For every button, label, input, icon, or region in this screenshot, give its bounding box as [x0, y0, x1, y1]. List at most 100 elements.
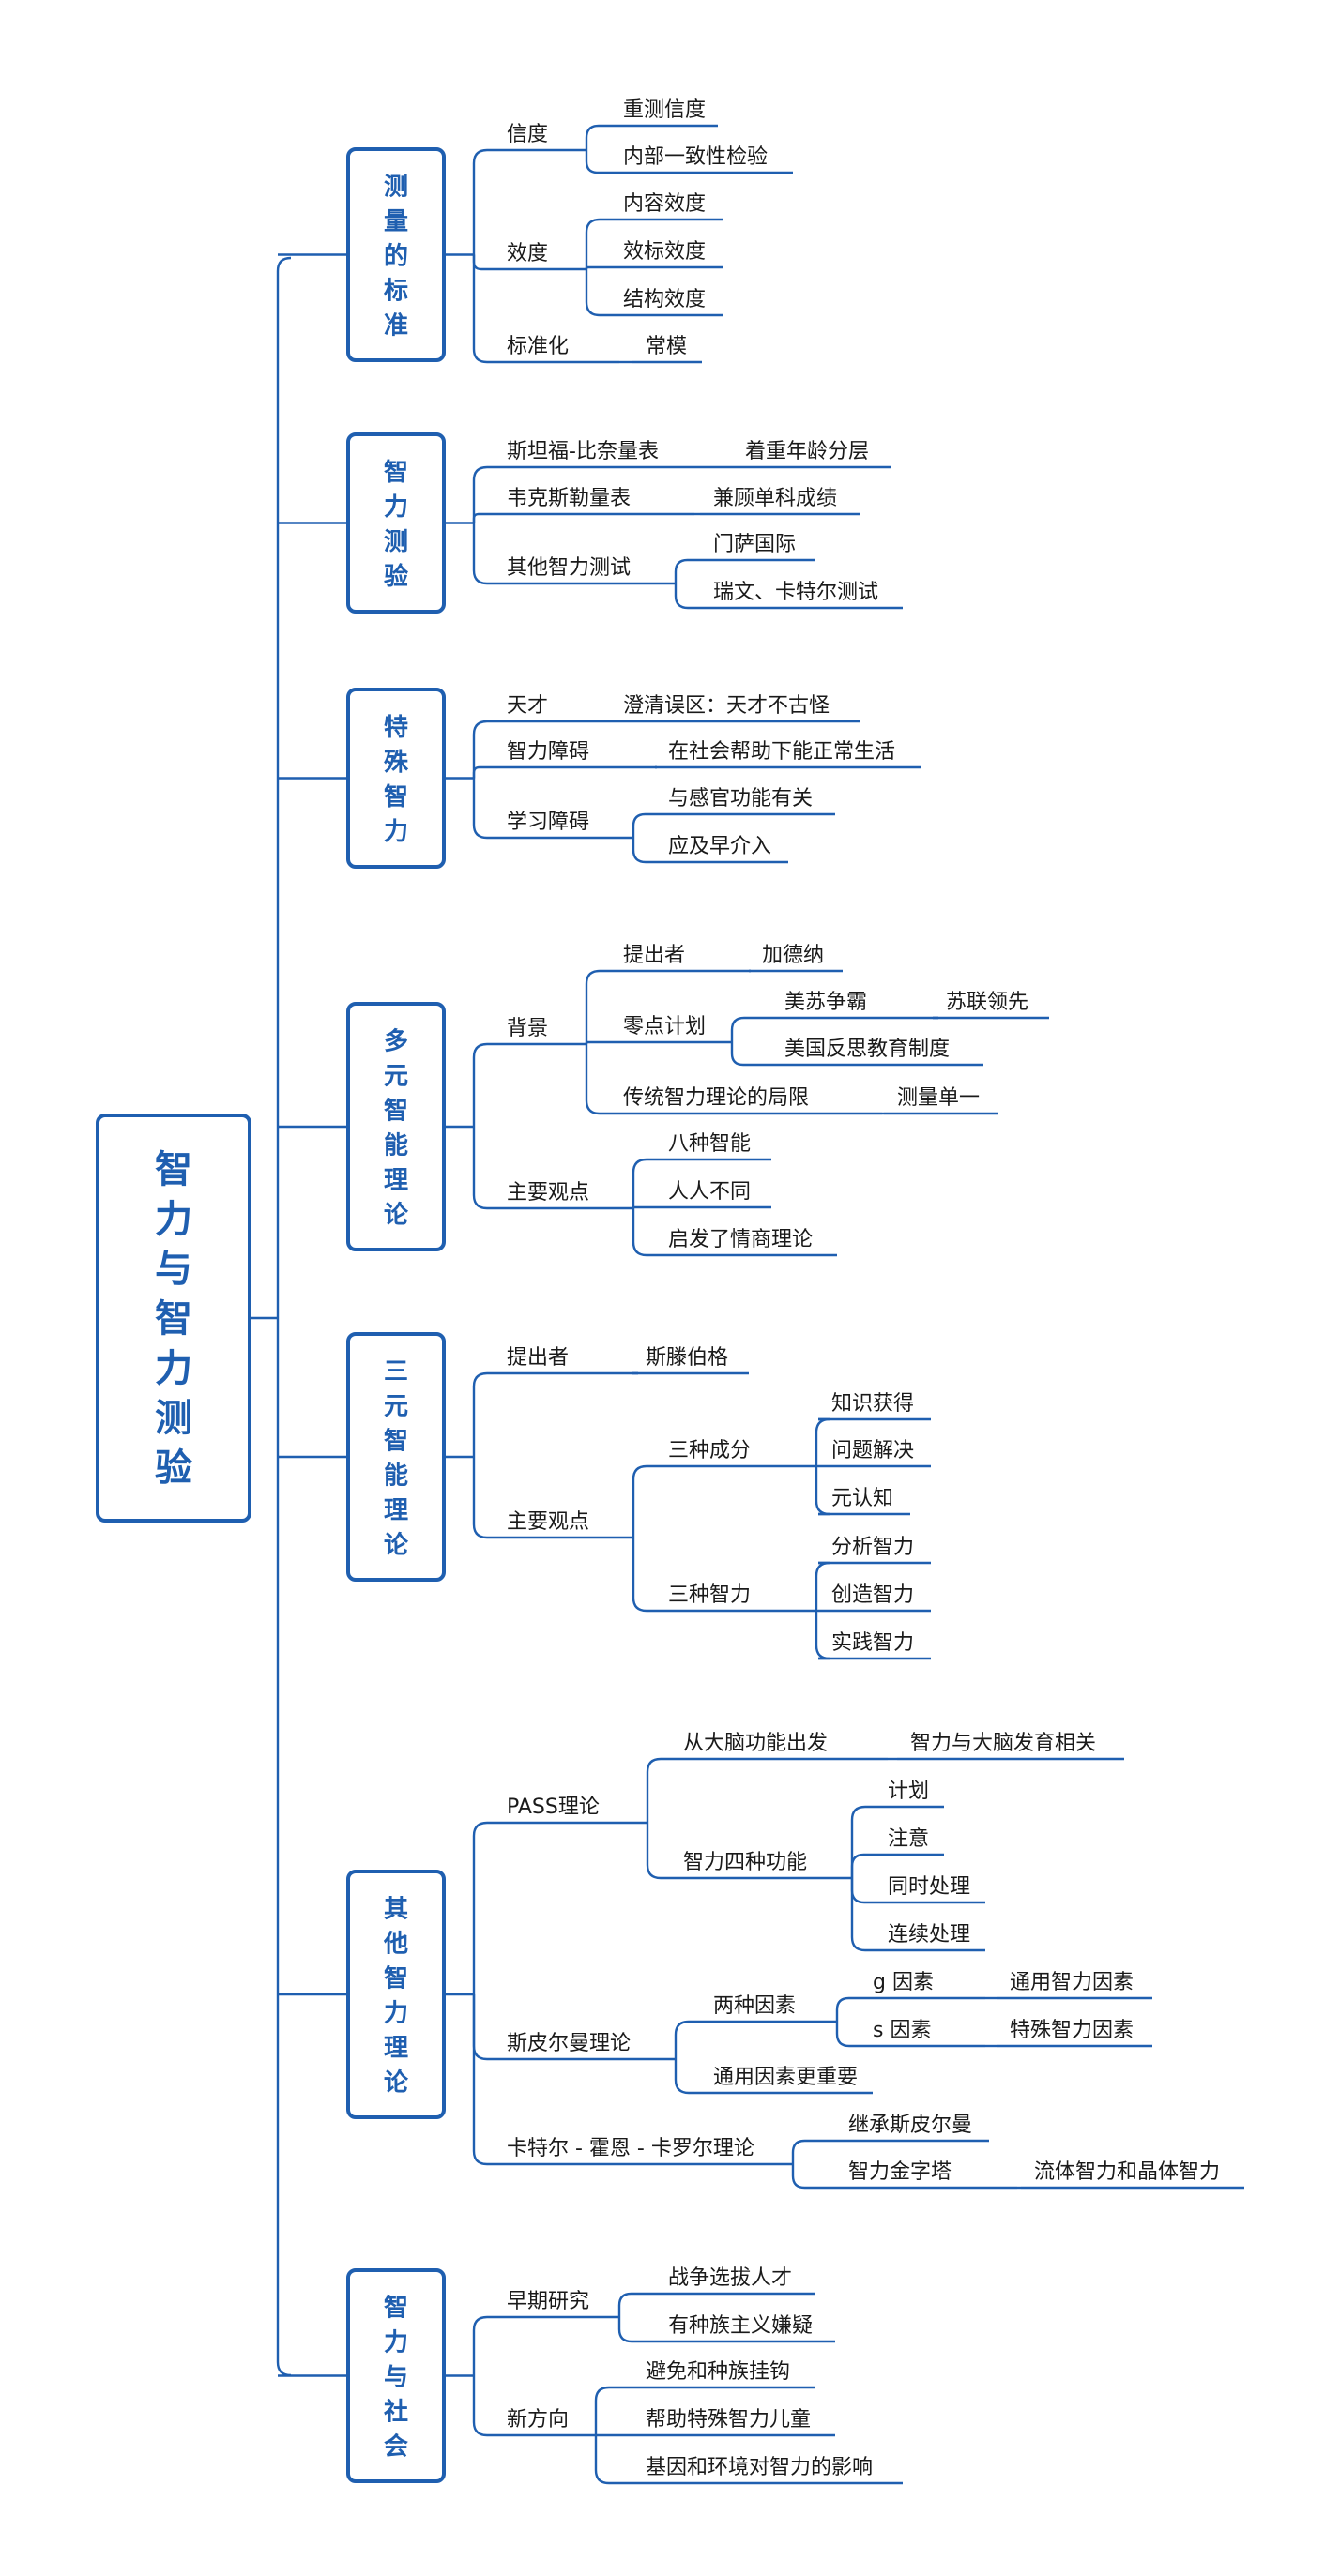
node-connector [617, 2317, 655, 2343]
node-connector [815, 1417, 830, 1466]
node-connector [594, 2386, 632, 2435]
topic-node: 问题解决 [831, 1439, 914, 1462]
topic-node: 斯坦福-比奈量表 [507, 440, 659, 463]
node-connector [585, 218, 610, 269]
node-connector [632, 812, 655, 838]
topic-node: s 因素 [873, 2019, 931, 2042]
topic-node: 门萨国际 [713, 533, 796, 556]
topic-node: 战争选拔人才 [668, 2266, 792, 2290]
topic-node: 同时处理 [888, 1875, 970, 1899]
node-connector [472, 765, 494, 779]
branch-title: 三元智能理论 [384, 1358, 409, 1560]
node-connector [472, 720, 494, 779]
topic-node: 特殊智力因素 [1010, 2019, 1134, 2042]
branch-box [346, 432, 446, 614]
node-connector [472, 1457, 494, 1539]
node-connector [791, 2139, 835, 2164]
topic-node: 创造智力 [831, 1583, 914, 1607]
branch-box [346, 1002, 446, 1251]
node-connector [594, 2435, 632, 2485]
topic-node: 通用因素更重要 [713, 2066, 858, 2089]
topic-node: 测量单一 [897, 1086, 980, 1110]
node-connector [730, 1042, 771, 1067]
topic-node: 三种成分 [668, 1439, 751, 1462]
topic-node: 苏联领先 [946, 991, 1028, 1014]
topic-node: 应及早介入 [668, 835, 771, 858]
node-connector [585, 1044, 610, 1115]
node-connector [835, 2022, 860, 2048]
node-connector [815, 1611, 830, 1660]
topic-node: 美国反思教育制度 [784, 1038, 950, 1061]
topic-node: 知识获得 [831, 1392, 914, 1416]
node-connector [815, 1466, 830, 1516]
topic-node: 零点计划 [623, 1015, 706, 1038]
node-connector [850, 1805, 875, 1878]
topic-node: g 因素 [873, 1971, 934, 1994]
node-connector [472, 254, 494, 271]
topic-node: 提出者 [623, 944, 685, 967]
branch-title: 多元智能理论 [384, 1028, 409, 1230]
topic-node: PASS理论 [507, 1796, 600, 1819]
node-connector [585, 269, 610, 317]
topic-node: 避免和种族挂钩 [646, 2360, 790, 2384]
topic-node: 分析智力 [831, 1536, 914, 1559]
branch-title: 特殊智力 [384, 713, 409, 846]
node-connector [585, 969, 610, 1044]
node-connector [585, 265, 610, 269]
node-connector [472, 1994, 494, 2166]
node-connector [850, 1878, 875, 1904]
branch-title: 智力与社会 [384, 2295, 408, 2462]
topic-node: 加德纳 [762, 944, 824, 967]
node-connector [850, 1878, 875, 1952]
topic-node: 智力障碍 [507, 740, 589, 764]
branch-title: 测量的标准 [384, 174, 408, 341]
topic-node: 早期研究 [507, 2290, 589, 2313]
node-connector [646, 1823, 670, 1880]
node-connector [632, 1538, 655, 1613]
node-connector [472, 1371, 494, 1457]
node-connector [472, 148, 494, 255]
topic-node: 内容效度 [623, 192, 706, 216]
topic-node: 兼顾单科成绩 [713, 487, 837, 510]
node-connector [472, 1042, 494, 1127]
node-connector [815, 1561, 830, 1611]
node-connector [585, 1040, 610, 1044]
node-connector [472, 512, 494, 523]
topic-node: 卡特尔 - 霍恩 - 卡罗尔理论 [507, 2137, 754, 2160]
topic-node: 韦克斯勒量表 [507, 487, 631, 510]
topic-node: 提出者 [507, 1346, 569, 1370]
topic-node: 斯滕伯格 [646, 1346, 728, 1370]
topic-node: 智力与大脑发育相关 [910, 1732, 1096, 1755]
topic-node: 人人不同 [668, 1180, 751, 1204]
topic-node: 从大脑功能出发 [683, 1732, 828, 1755]
node-connector [674, 2059, 700, 2095]
topic-node: 八种智能 [668, 1132, 751, 1156]
topic-node: 帮助特殊智力儿童 [646, 2408, 811, 2432]
topic-node: 其他智力测试 [507, 556, 631, 580]
node-connector [646, 1757, 670, 1823]
node-connector [674, 2020, 700, 2059]
topic-node: 效标效度 [623, 240, 706, 264]
topic-node: 学习障碍 [507, 811, 589, 834]
topic-node: 天才 [507, 694, 548, 718]
node-connector [472, 523, 494, 585]
root-title: 智力与智力测验 [155, 1148, 192, 1490]
topic-node: 元认知 [831, 1487, 893, 1510]
topic-node: 斯皮尔曼理论 [507, 2032, 631, 2055]
trunk-line [276, 256, 292, 2377]
topic-node: 有种族主义嫌疑 [668, 2314, 813, 2338]
branch-box [346, 2268, 446, 2483]
node-connector [472, 1127, 494, 1210]
branch-title: 其他智力理论 [383, 1896, 409, 2098]
branch-box [346, 1332, 446, 1582]
node-connector [585, 124, 610, 150]
node-connector [632, 1205, 655, 1209]
topic-node: 美苏争霸 [784, 991, 867, 1014]
topic-node: 基因和环境对智力的影响 [646, 2456, 873, 2479]
node-connector [472, 254, 494, 364]
topic-node: 两种因素 [713, 1994, 796, 2018]
branch-title: 智力测验 [384, 459, 408, 591]
topic-node: 智力四种功能 [683, 1851, 807, 1874]
topic-node: 注意 [888, 1827, 929, 1851]
